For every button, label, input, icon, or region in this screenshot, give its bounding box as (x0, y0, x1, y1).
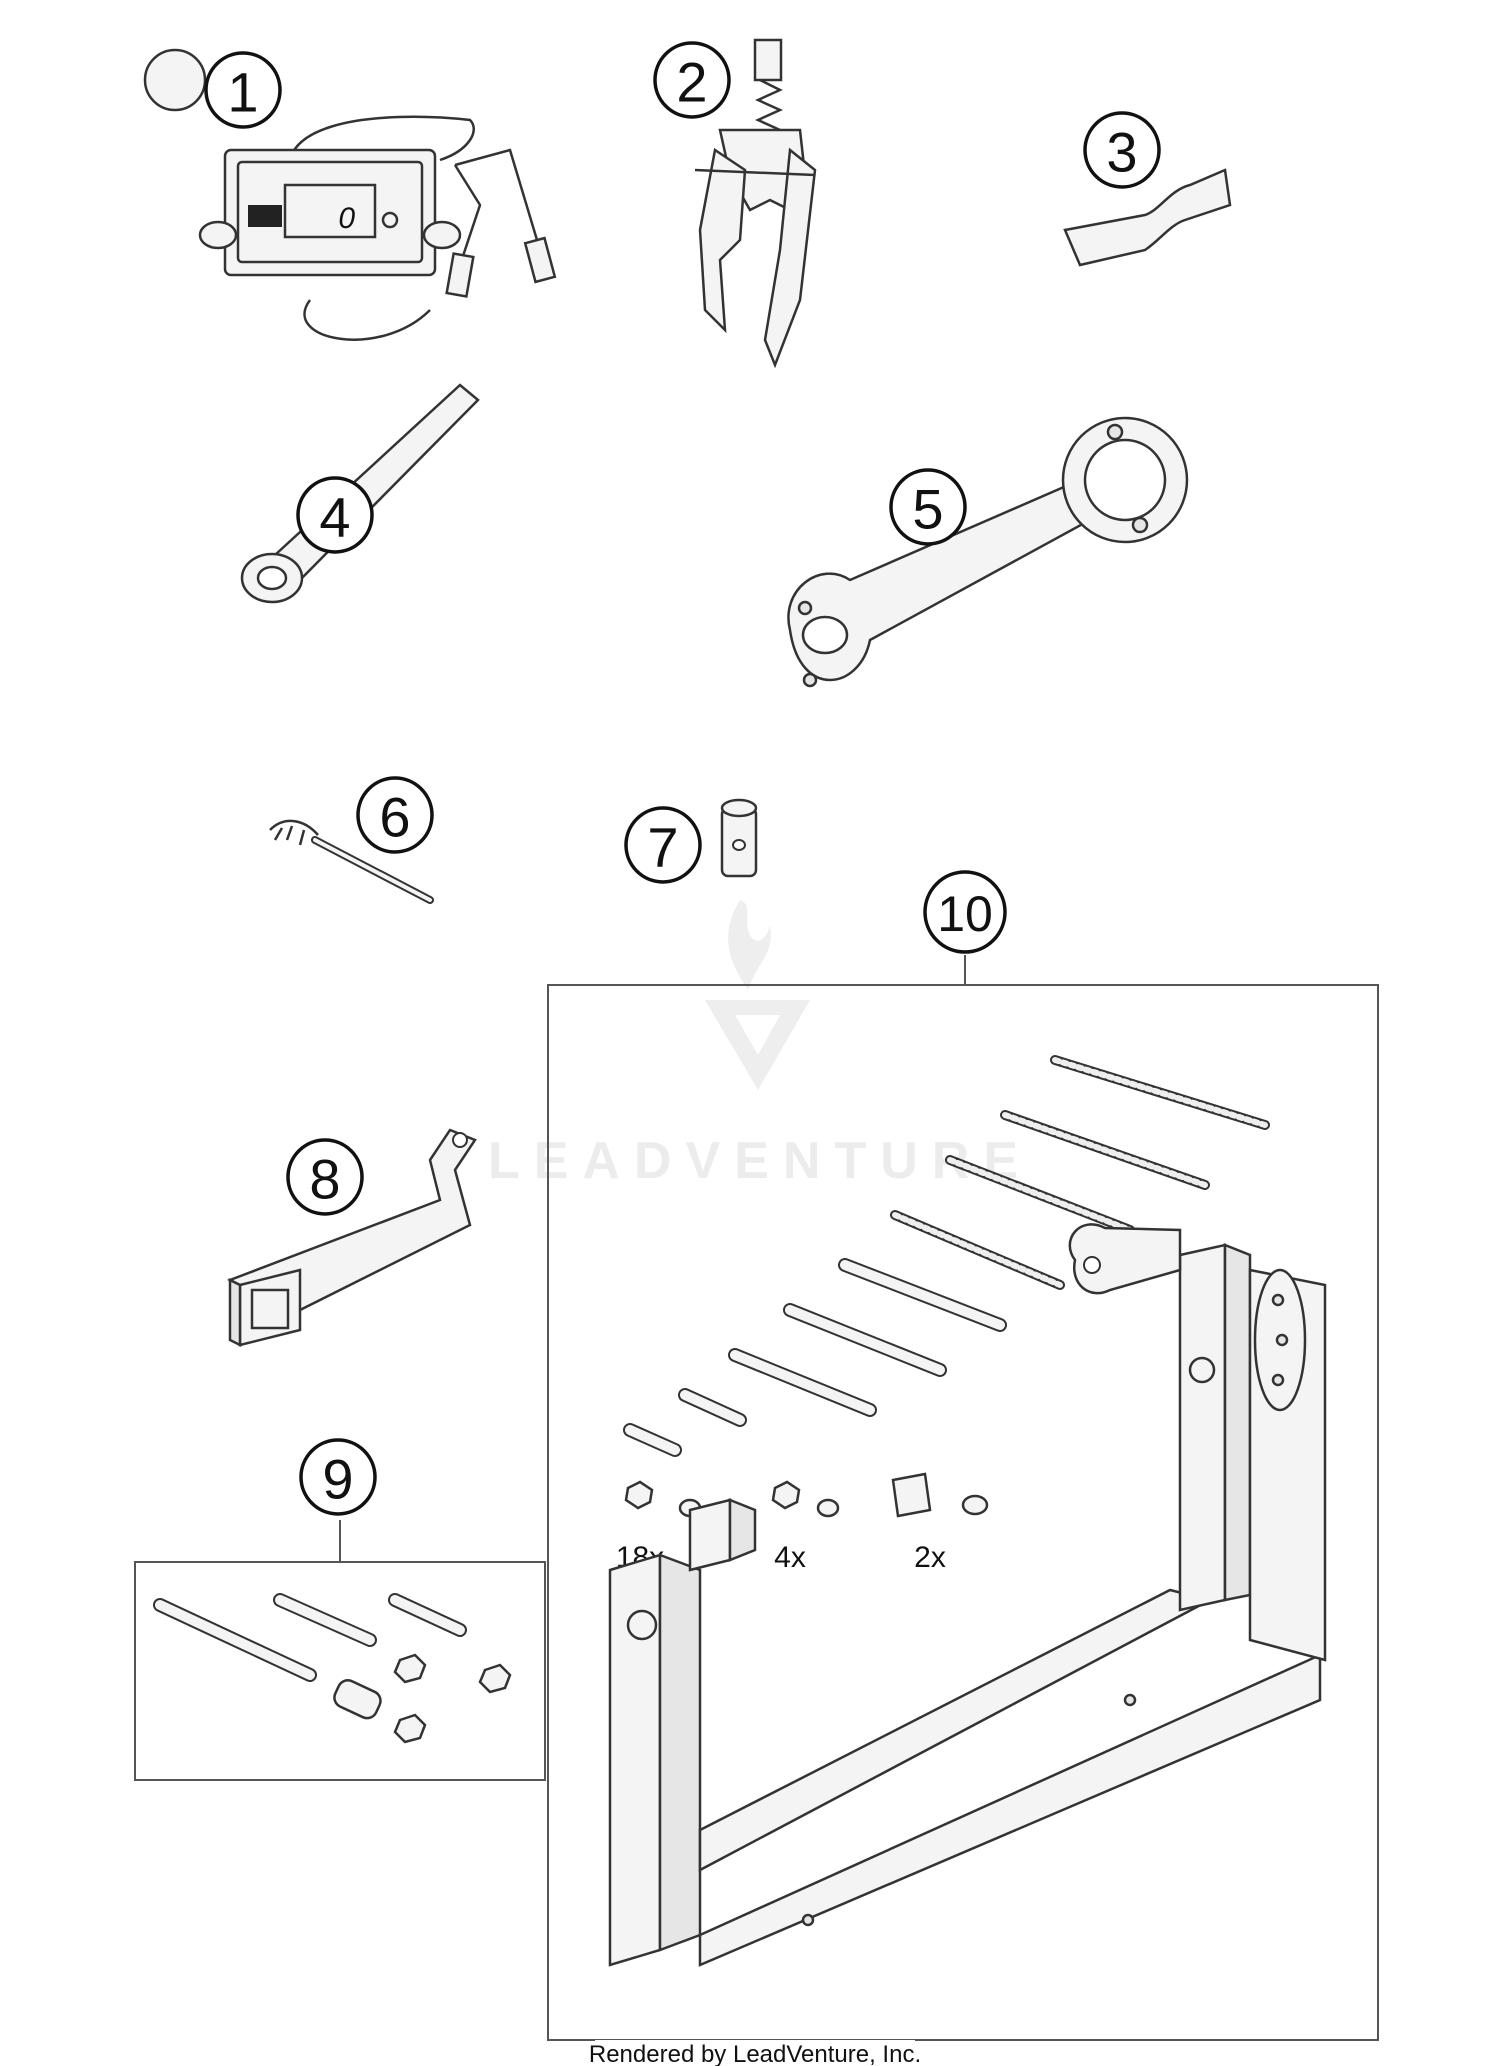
callout-2: 2 (653, 41, 731, 119)
part-3-plate (1063, 168, 1232, 267)
callout-8-number: 8 (309, 1148, 340, 1211)
callout-5: 5 (889, 468, 967, 546)
callout-2-number: 2 (676, 51, 707, 114)
quantity-label-3: 2x (914, 1541, 946, 1574)
part-2-puller (694, 38, 817, 369)
stand-frame (608, 1223, 1327, 1967)
part-9-hardware-kit (134, 1520, 546, 1781)
callout-9-number: 9 (322, 1448, 353, 1511)
callout-9: 9 (299, 1438, 377, 1516)
watermark-text: LEADVENTURE (488, 1132, 1032, 1190)
callout-8: 8 (286, 1138, 364, 1216)
part-5-spanner (787, 416, 1189, 688)
leadventure-flame-logo (705, 900, 810, 1090)
callout-4-number: 4 (319, 486, 350, 549)
meter-display-value: 0 (338, 202, 355, 235)
callout-7-number: 7 (647, 816, 678, 879)
credit-text: Rendered by LeadVenture, Inc. (589, 2041, 921, 2066)
stand-fasteners (624, 1472, 989, 1518)
callout-3-number: 3 (1106, 121, 1137, 184)
callout-10-number: 10 (937, 886, 993, 942)
part-1-callout (143, 48, 207, 112)
callout-4: 4 (296, 476, 374, 554)
leadventure-watermark: LEADVENTURE (488, 900, 1032, 1190)
callout-5-number: 5 (912, 478, 943, 541)
callout-6: 6 (356, 776, 434, 854)
callout-10: 10 (923, 870, 1007, 954)
callout-1-number: 1 (227, 61, 258, 124)
callout-7: 7 (624, 806, 702, 884)
part-7-sleeve (720, 798, 758, 878)
part-1-maintenance-meter: 0 (143, 48, 557, 341)
callout-3: 3 (1083, 111, 1161, 189)
callout-1: 1 (204, 51, 282, 129)
part-10-work-stand: 18x 4x 2x (547, 955, 1379, 2041)
callout-6-number: 6 (379, 786, 410, 849)
callouts: 1 2 3 4 5 6 7 8 (204, 41, 1161, 1516)
stand-bolts (623, 1258, 1007, 1457)
quantity-label-2: 4x (774, 1541, 806, 1574)
part-6-hook-pin (269, 819, 434, 904)
part-8-lever (226, 1128, 477, 1348)
